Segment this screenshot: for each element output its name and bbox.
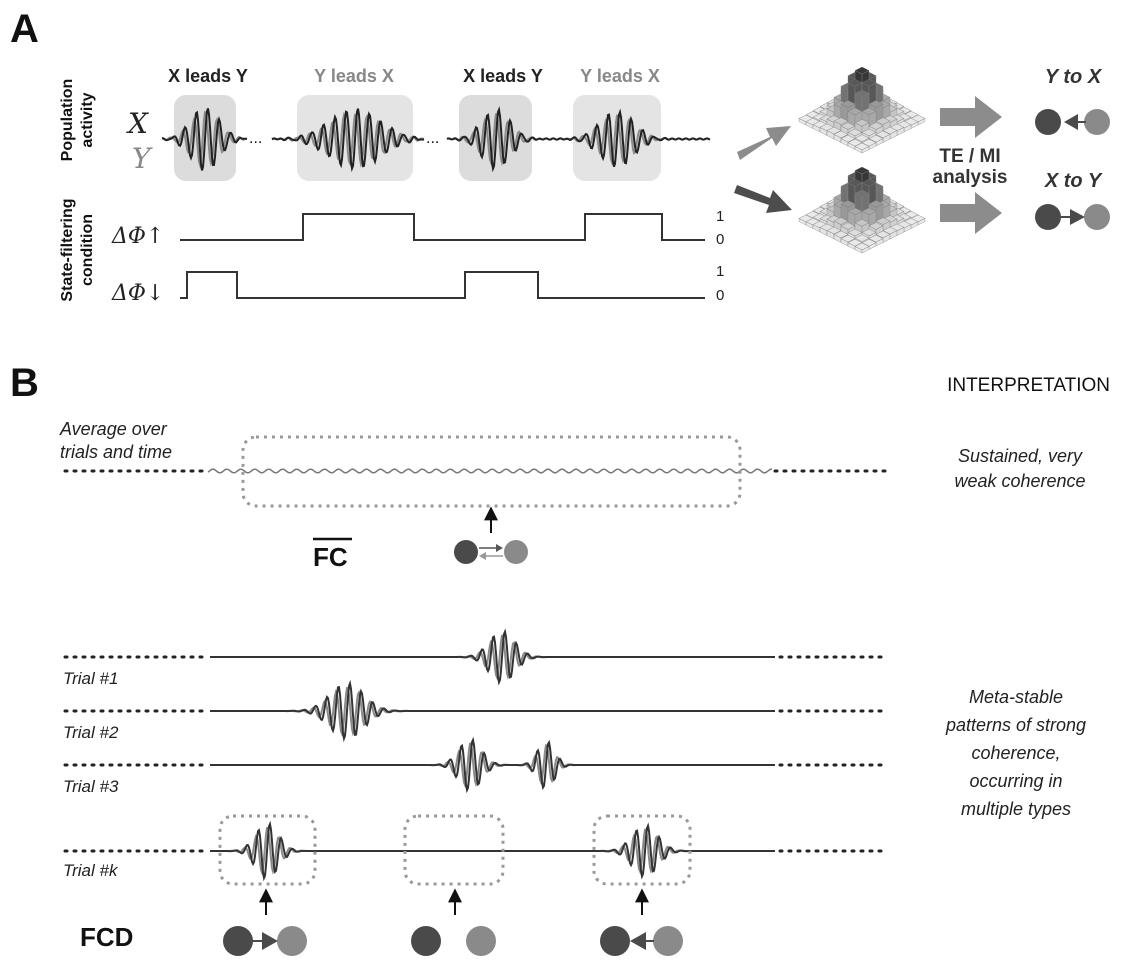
interp-bottom-line-3: coherence, [971,743,1060,763]
average-wavy-trace [207,468,773,474]
analysis-label-2: analysis [933,167,1008,188]
fc-node-y [504,540,528,564]
delta-phi-down-label: ΔΦ↓ [111,281,164,306]
trial-x-trace-4 [210,820,775,882]
histogram-bottom [798,166,926,254]
interpretation-header: INTERPRETATION [947,375,1110,396]
level-zero-down: 0 [716,287,724,304]
panel-b-label: B [10,361,39,405]
fc-arrow-left-icon [479,552,486,560]
trial-x-trace-3 [210,736,775,794]
node-y-top [1084,109,1110,135]
trial-3-label: Trial #3 [63,777,119,796]
signal-x-label: X [126,107,149,140]
result-x-to-y-label: X to Y [1044,170,1103,192]
arrow-to-top-histogram [737,126,791,160]
result-y-to-x-label: Y to X [1045,66,1103,88]
signal-x-trace-2 [271,108,425,173]
fcd-arrow-y-to-x-icon [630,932,646,950]
fc-arrow-right-icon [496,544,503,552]
trial-2-label: Trial #2 [63,723,119,742]
trial-traces [63,628,890,882]
state-filter-up-trace [180,213,705,241]
fcd-node-x-2 [411,926,441,956]
fcd-node-y-2 [466,926,496,956]
state-filtering-label-1: State-filtering [59,198,76,301]
interp-top-line-2: weak coherence [954,471,1085,491]
trial-x-trace-1 [210,628,775,686]
node-x-bottom [1035,204,1061,230]
phase-label-3: X leads Y [463,66,543,86]
analysis-label-1: TE / MI [939,146,1000,167]
interp-bottom-line-4: occurring in [969,771,1062,791]
delta-phi-up-label: ΔΦ↑ [111,224,164,249]
state-filter-down-trace [180,271,705,299]
node-y-bottom [1084,204,1110,230]
ellipsis-1: ... [249,130,262,147]
fcd-node-y-1 [277,926,307,956]
average-label-1: Average over [59,419,168,439]
interp-bottom-line-2: patterns of strong [945,715,1086,735]
fcd-node-x-3 [600,926,630,956]
population-activity-label-1: Population [59,79,76,162]
histogram-top [798,66,926,154]
signal-y-trace-1 [161,110,247,169]
trial-k-box-3 [592,814,692,886]
signal-x-trace-1 [161,108,248,171]
trial-k-box-2 [403,814,505,886]
population-activity-label-2: activity [79,92,96,147]
interp-bottom-line-1: Meta-stable [969,687,1063,707]
phase-label-4: Y leads X [580,66,660,86]
fcd-arrow-x-to-y-icon [262,932,278,950]
arrow-x-to-y-icon [1070,209,1085,225]
level-one-up: 1 [716,208,724,225]
trial-x-trace-2 [210,679,775,743]
average-dotted-box [241,435,742,508]
state-filtering-label-2: condition [79,214,96,286]
arrow-to-bottom-histogram [734,185,792,213]
fcd-node-x-1 [223,926,253,956]
trial-1-label: Trial #1 [63,669,118,688]
signal-x-trace-3 [446,106,711,173]
node-x-top [1035,109,1061,135]
level-one-down: 1 [716,263,724,280]
population-signal-traces [161,106,711,173]
interp-top-line-1: Sustained, very [958,446,1083,466]
average-label-2: trials and time [60,442,172,462]
panel-a-label: A [10,7,39,51]
arrow-y-to-x-icon [1064,114,1078,130]
level-zero-up: 0 [716,231,724,248]
fc-node-x [454,540,478,564]
fcd-label: FCD [80,922,133,952]
trial-k-label: Trial #k [63,861,119,880]
fc-label: FC [313,542,348,572]
interp-bottom-line-5: multiple types [961,799,1071,819]
arrow-to-x-to-y [940,192,1002,234]
phase-label-1: X leads Y [168,66,248,86]
arrow-to-y-to-x [940,96,1002,138]
fcd-node-y-3 [653,926,683,956]
signal-y-label: Y [132,142,153,175]
ellipsis-2: ... [426,130,439,147]
trial-k-box-1 [218,814,317,886]
phase-label-2: Y leads X [314,66,394,86]
signal-y-trace-2 [271,111,425,168]
